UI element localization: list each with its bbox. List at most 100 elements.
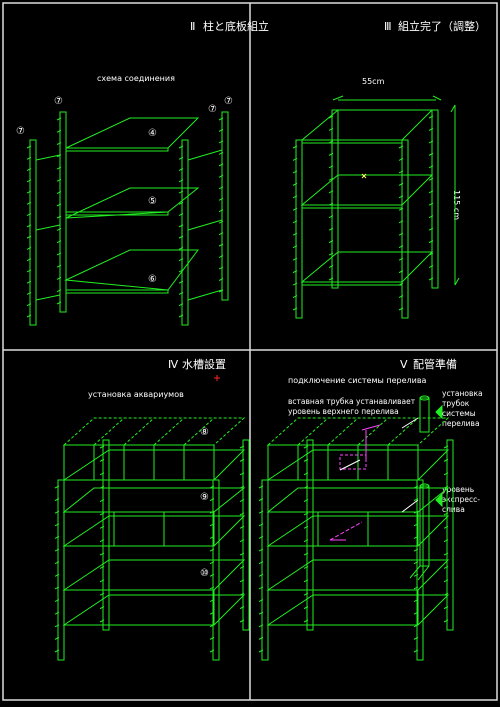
rack-post-front-right-peg (398, 158, 404, 161)
post-far-left-peg (26, 190, 32, 194)
rack-iv-post-front-left-peg (54, 510, 60, 514)
rack-post-front-right-peg (398, 270, 404, 274)
rack-post-front-right-peg (398, 245, 404, 249)
rack-post-front-left-peg (292, 207, 298, 211)
flow-arrow-lower (401, 499, 419, 513)
rack-iv-tank-top-edge-1 (93, 417, 125, 446)
post-front-left-peg (56, 252, 62, 256)
rack-v-post-back-left-peg (303, 579, 309, 583)
drain-elbow-a (417, 565, 430, 581)
shelf-plate-0 (65, 117, 200, 149)
post-front-left-peg (56, 203, 62, 207)
rack-post-back-right-peg (428, 202, 434, 206)
rack-iv-post-back-left-peg (99, 579, 105, 583)
post-front-left-peg (56, 154, 62, 158)
post-far-left-peg (26, 168, 32, 171)
overflow-box-top (339, 454, 367, 470)
rack-v-post-back-right-peg (443, 525, 449, 529)
rack-post-back-right-peg (428, 190, 434, 194)
rack-v-post-back-left-peg (303, 619, 309, 623)
shelf-edge-1 (65, 211, 169, 216)
insert-tube-note: вставная трубка устанавливает уровень ве… (288, 397, 418, 416)
rack-shelf-0 (300, 109, 434, 141)
panel-5-header: Ⅴ 配管準備 (400, 357, 457, 371)
rack-v-post-back-left-peg (303, 512, 309, 516)
rack-post-front-right-peg (398, 295, 404, 298)
post-far-left-peg (26, 269, 32, 273)
rack-v-post-front-left-peg (258, 649, 264, 653)
connector-right-2 (187, 289, 223, 301)
rack-v-post-front-right-peg (413, 649, 419, 653)
rack-iv-tank-row-bottom (63, 589, 215, 626)
rack-iv-post-front-right-peg (209, 561, 215, 565)
post-far-left-peg (26, 292, 32, 295)
rack-post-front-right-peg (398, 195, 404, 199)
rack-iv-post-back-left-peg (99, 458, 105, 462)
rack-v-post-front-right-peg (413, 611, 419, 615)
rack-iv-post-back-left-peg (99, 472, 105, 476)
panel-5-caption: подключение системы перелива (288, 376, 427, 385)
rack-post-front-left-peg (292, 307, 298, 311)
rack-post-back-right-peg (428, 227, 434, 231)
part-label-post-d: ⑦ (224, 96, 233, 107)
panel-2-title: 柱と底板組立 (203, 19, 269, 33)
rack-post-front-right-peg (398, 232, 404, 236)
rack-v-shelf-0 (266, 449, 450, 481)
rack-post-front-left-peg (292, 182, 298, 186)
post-front-right-peg (178, 156, 184, 160)
rack-iv-post-back-right-peg (239, 458, 245, 462)
rack-post-front-right (401, 139, 409, 319)
rack-iv-post-front-left-peg (54, 561, 60, 565)
express-drain-note: уровень экспресс- слива (442, 485, 482, 514)
rack-iv-post-front-left-peg (54, 599, 60, 602)
rack-post-back-right (431, 109, 439, 289)
rack-iv-post-front-left-peg (54, 611, 60, 615)
panel-5-title: 配管準備 (413, 357, 457, 371)
post-back-right-peg (218, 289, 224, 293)
rack-iv-shelf-2 (62, 559, 246, 591)
post-front-left (59, 111, 67, 313)
rack-v-shelf-3 (266, 594, 450, 626)
arrow-drain (435, 492, 443, 508)
post-front-right-peg (178, 190, 184, 194)
post-front-right-peg (178, 235, 184, 239)
part-label-shelf-middle: ⑤ (148, 196, 157, 207)
rack-iv-post-back-right-peg (239, 579, 245, 583)
connector-left-1 (35, 224, 61, 231)
panel-4-number: Ⅳ (168, 358, 179, 371)
rack-post-front-right-peg (398, 182, 404, 186)
rack-iv-post-front-left-peg (54, 548, 60, 552)
rack-v-post-back-right-peg (443, 499, 449, 502)
post-front-right-peg (178, 213, 184, 217)
panel-4-header: Ⅳ 水槽設置 (168, 357, 226, 371)
part-label-shelf-bottom: ⑥ (148, 274, 157, 285)
rack-post-back-left-peg (328, 265, 334, 268)
rack-post-back-right-peg (428, 140, 434, 144)
rack-post-front-right-peg (398, 257, 404, 261)
rack-iv-shelf-0 (62, 449, 246, 481)
post-front-left-peg (56, 289, 62, 293)
rack-post-back-right-peg (428, 177, 434, 181)
post-front-right-peg (178, 201, 184, 205)
rack-iv-post-back-left (102, 439, 110, 631)
rack-iv-tank-top-edge-4 (183, 417, 215, 446)
rack-iv-tank-row-middle-top (62, 487, 246, 513)
rack-iv-post-front-right-peg (209, 611, 215, 615)
post-front-right-peg (178, 258, 184, 262)
flow-arrow-upper (401, 417, 419, 429)
rack-iv-post-front-left-peg (54, 498, 60, 502)
rack-iv-post-front-right-peg (209, 548, 215, 552)
rack-iv-post-back-left-peg (99, 619, 105, 623)
rack-iv-post-front-right (212, 479, 220, 661)
post-front-left-peg (56, 178, 62, 182)
rack-v-post-back-right-peg (443, 566, 449, 569)
rack-iv-tank-top-edge-2 (123, 417, 155, 446)
panel-3-number: Ⅲ (384, 20, 392, 33)
post-back-right-peg (218, 163, 224, 167)
post-far-left-peg (26, 258, 32, 262)
post-far-left-peg (26, 314, 32, 318)
rack-v-post-front-right-peg (413, 536, 419, 539)
rack-v-post-back-right-peg (443, 552, 449, 556)
height-arrow-top (450, 104, 456, 113)
